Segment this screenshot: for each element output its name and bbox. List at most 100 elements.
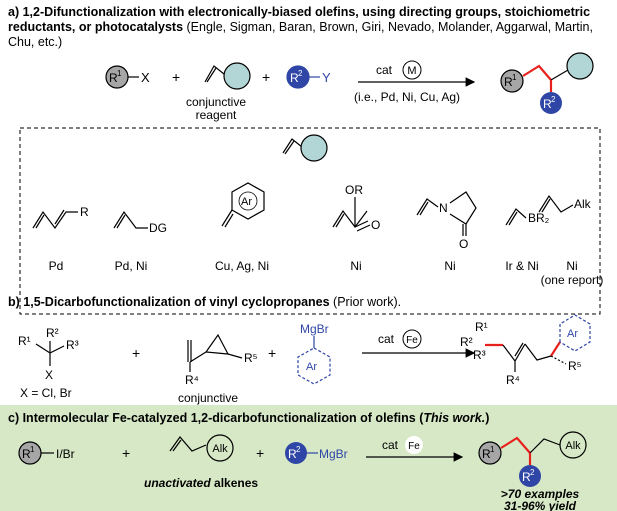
substrate-label-pd-ni: Pd, Ni (115, 259, 148, 273)
ar-group: Ar (241, 196, 252, 208)
y-label: Y (322, 70, 331, 85)
substrate-dashed-box (19, 127, 601, 315)
examples-label: >70 examples (501, 487, 580, 501)
substrate-acrylate: OR O (332, 183, 380, 232)
aryl-grignard: MgBr Ar (297, 322, 331, 385)
svg-text:R¹: R¹ (475, 320, 488, 334)
conjunctive-reagent-label-2: reagent (196, 108, 237, 122)
metal-m: M (407, 65, 416, 77)
n-atom: N (439, 201, 448, 215)
conjunctive-reagent-label-1: conjunctive (186, 95, 246, 109)
cat-label: cat (376, 63, 393, 77)
substrate-diene: R (32, 205, 89, 230)
substrate-styrene: Ar (221, 182, 265, 228)
r1-circle: R 1 (105, 65, 129, 89)
svg-text:2: 2 (530, 468, 535, 477)
product-b: R¹ R² R³ R⁴ R⁵ Ar (460, 314, 591, 387)
c-alk: Alk (212, 443, 228, 455)
b-conj-label-1: conjunctive (178, 391, 238, 405)
vinyl-cyclopropane: R⁵ R⁴ (185, 333, 258, 387)
b-r4: R⁴ (185, 373, 199, 387)
c-r1-sup: 1 (30, 445, 35, 454)
c-ibr: I/Br (56, 447, 75, 461)
diene-group: R (80, 205, 89, 219)
svg-text:R⁴: R⁴ (506, 373, 520, 387)
c-plus-2: + (256, 445, 264, 461)
svg-text:R: R (482, 447, 491, 461)
plus-sign-2: + (262, 69, 270, 85)
section-a-heading-authors: (Engle, Sigman, Baran, Brown, Giri, Neva… (8, 20, 593, 49)
c-r2-sup: 2 (296, 445, 301, 454)
b-fe: Fe (406, 335, 418, 346)
yield-label: 31-96% yield (504, 499, 577, 511)
c-cat: cat (382, 438, 399, 452)
b-plus-2: + (268, 345, 276, 361)
r1-sup: 1 (117, 69, 122, 78)
c-r2: R (288, 447, 297, 461)
svg-text:R²: R² (460, 335, 473, 349)
svg-text:R: R (543, 97, 552, 111)
r2-circle: R 2 (286, 65, 310, 89)
c-alkene: Alk (169, 434, 234, 462)
c-r2-circle: R 2 (285, 442, 307, 464)
section-b-heading: b) 1,5-Dicarbofunctionalization of vinyl… (8, 295, 612, 310)
section-c-heading-end: ) (485, 411, 490, 425)
b-r3: R³ (66, 338, 79, 352)
substrate-label-pd: Pd (49, 259, 64, 273)
conjunctive-reagent-generic (282, 134, 328, 162)
ester-o: O (371, 218, 380, 232)
substrate-label-ir-ni: Ir & Ni (505, 259, 538, 273)
b-r2: R² (46, 326, 59, 340)
b-ar: Ar (306, 361, 317, 373)
r1-label: R (109, 71, 118, 85)
r2-label: R (290, 71, 299, 85)
svg-text:1: 1 (490, 445, 495, 454)
substrate-vinyl-boronate: BR₂ (505, 208, 550, 226)
c-mgbr: MgBr (319, 447, 348, 461)
substrate-allyl-alk: Alk (538, 194, 592, 213)
b-r1: R¹ (18, 334, 31, 348)
svg-text:Alk: Alk (565, 440, 581, 452)
section-b-heading-rest: (Prior work). (329, 295, 402, 309)
b-plus-1: + (132, 345, 140, 361)
section-c-panel (0, 405, 617, 511)
c-r1: R (22, 447, 31, 461)
r2-sup: 2 (298, 69, 303, 78)
unactivated-alkenes-label: unactivated alkenes (144, 476, 258, 490)
substrate-label-ni-3: Ni (566, 259, 577, 273)
section-a-heading-bold: a) 1,2-Difunctionalization with electron… (8, 5, 591, 34)
c-r1-circle: R 1 (18, 441, 42, 465)
b-mgbr: MgBr (300, 322, 329, 336)
substrate-label-ni-2: Ni (444, 259, 455, 273)
b-r5: R⁵ (244, 351, 258, 365)
metals-list: (i.e., Pd, Ni, Cu, Ag) (354, 90, 460, 104)
section-c-heading-italic: This work. (423, 411, 486, 425)
section-c-heading: c) Intermolecular Fe-catalyzed 1,2-dicar… (8, 411, 612, 426)
svg-text:2: 2 (551, 95, 556, 104)
substrate-vinyl-pyrrolidinone: N O (416, 191, 477, 251)
plus-sign: + (172, 69, 180, 85)
lactam-o: O (459, 237, 468, 251)
svg-text:R³: R³ (473, 348, 486, 362)
x-equals-cl-br: X = Cl, Br (20, 386, 72, 400)
c-plus-1: + (122, 445, 130, 461)
substrate-label-cu-ag-ni: Cu, Ag, Ni (215, 259, 269, 273)
conjunctive-reagent-structure (204, 62, 251, 90)
substrate-allyl-dg: DG (113, 210, 167, 235)
substrate-label-ni-1: Ni (350, 259, 361, 273)
b-cat: cat (378, 332, 395, 346)
or-group: OR (345, 183, 363, 197)
section-a-heading: a) 1,2-Difunctionalization with electron… (8, 5, 612, 50)
alk-group: Alk (574, 197, 592, 211)
svg-text:Ar: Ar (567, 328, 578, 340)
substrate-label-one-report: (one report) (541, 273, 604, 287)
c-fe: Fe (408, 441, 420, 452)
svg-text:1: 1 (512, 73, 517, 82)
alkyl-halide: R¹ R² R³ X X = Cl, Br (18, 326, 79, 400)
svg-text:R: R (522, 470, 531, 484)
br2-group: BR₂ (528, 211, 550, 225)
svg-text:R⁵: R⁵ (568, 359, 582, 373)
